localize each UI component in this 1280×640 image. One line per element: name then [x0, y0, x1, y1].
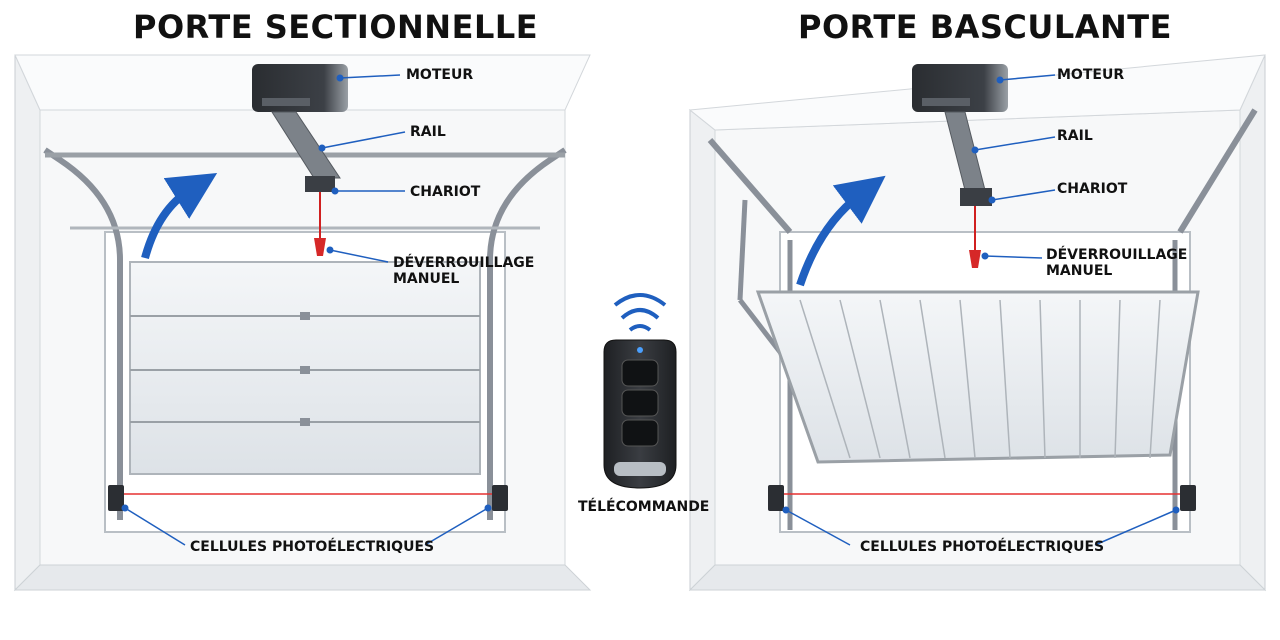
right-leader-photocell-left-dot	[782, 506, 790, 514]
right-leader-release-dot	[981, 252, 989, 260]
leader-photocell-right	[424, 507, 489, 546]
right-right-wall	[1239, 54, 1266, 592]
left-wall	[14, 54, 41, 592]
right-leader-photocell-right	[1094, 509, 1177, 546]
hinge-1	[300, 312, 310, 320]
right-left-wall	[689, 108, 716, 592]
signal-wave-middle	[620, 308, 660, 320]
floor	[13, 564, 592, 591]
leader-rail-dot	[318, 144, 326, 152]
right-right-arm	[1177, 108, 1258, 234]
hinge-3	[300, 418, 310, 426]
leader-photocell-left-dot	[121, 504, 129, 512]
spring-arm-left	[737, 199, 748, 301]
left-label-release-line2: MANUEL	[393, 271, 460, 287]
right-label-release-line2: MANUEL	[1046, 263, 1113, 279]
remote-label: TÉLÉCOMMANDE	[578, 499, 710, 515]
remote-button-down	[621, 419, 659, 447]
right-leader-photocell-left	[785, 509, 851, 546]
signal-wave-outer	[613, 293, 667, 307]
left-track	[43, 147, 123, 520]
right-garage	[688, 54, 1267, 592]
left-title: PORTE SECTIONNELLE	[133, 8, 539, 46]
right-motor-light	[922, 98, 970, 106]
left-label-rail: RAIL	[410, 124, 446, 140]
right-label-motor: MOTEUR	[1057, 67, 1125, 83]
photocell-right	[492, 485, 508, 511]
trolley	[305, 176, 335, 192]
photocell-left	[108, 485, 124, 511]
left-garage	[13, 54, 592, 592]
left-label-trolley: CHARIOT	[410, 184, 481, 200]
right-left-arm	[707, 138, 793, 234]
left-label-release-line1: DÉVERROUILLAGE	[393, 255, 535, 271]
right-label-trolley: CHARIOT	[1057, 181, 1128, 197]
right-label-rail: RAIL	[1057, 128, 1093, 144]
leader-release	[329, 249, 389, 263]
remote-button-stop	[621, 389, 659, 417]
right-leader-photocell-right-dot	[1172, 506, 1180, 514]
remote-control	[603, 293, 677, 489]
right-opening-arrow	[796, 175, 886, 287]
right-photocell-left	[768, 485, 784, 511]
leader-motor-dot	[336, 74, 344, 82]
left-label-photocells: CELLULES PHOTOÉLECTRIQUES	[190, 539, 435, 555]
rail	[271, 111, 341, 179]
leader-trolley-dot	[331, 187, 339, 195]
right-leader-release	[984, 255, 1043, 259]
motor-light	[262, 98, 310, 106]
right-leader-trolley-dot	[988, 196, 996, 204]
right-track	[487, 147, 567, 520]
right-photocell-right	[1180, 485, 1196, 511]
right-leader-motor-dot	[996, 76, 1004, 84]
hinge-2	[300, 366, 310, 374]
leader-rail	[321, 131, 406, 149]
signal-wave-inner	[628, 324, 652, 332]
left-label-motor: MOTEUR	[406, 67, 474, 83]
right-release-handle	[969, 250, 981, 268]
door-ribs	[799, 299, 1161, 459]
right-label-photocells: CELLULES PHOTOÉLECTRIQUES	[860, 539, 1105, 555]
leader-motor	[339, 74, 401, 79]
right-leader-rail-dot	[971, 146, 979, 154]
remote-led	[637, 347, 643, 353]
opening-arrow	[141, 173, 218, 260]
right-leader-motor	[999, 74, 1056, 81]
right-title: PORTE BASCULANTE	[798, 8, 1172, 46]
right-leader-trolley	[991, 189, 1056, 201]
remote-bezel	[614, 462, 666, 476]
leader-photocell-left	[124, 507, 186, 546]
right-leader-rail	[974, 136, 1056, 151]
right-label-release-line1: DÉVERROUILLAGE	[1046, 247, 1188, 263]
tilting-door	[755, 290, 1200, 464]
right-floor	[688, 564, 1267, 591]
remote-button-up	[621, 359, 659, 387]
right-trolley	[960, 188, 992, 206]
leader-release-dot	[326, 246, 334, 254]
release-handle	[314, 238, 326, 256]
leader-photocell-right-dot	[484, 504, 492, 512]
